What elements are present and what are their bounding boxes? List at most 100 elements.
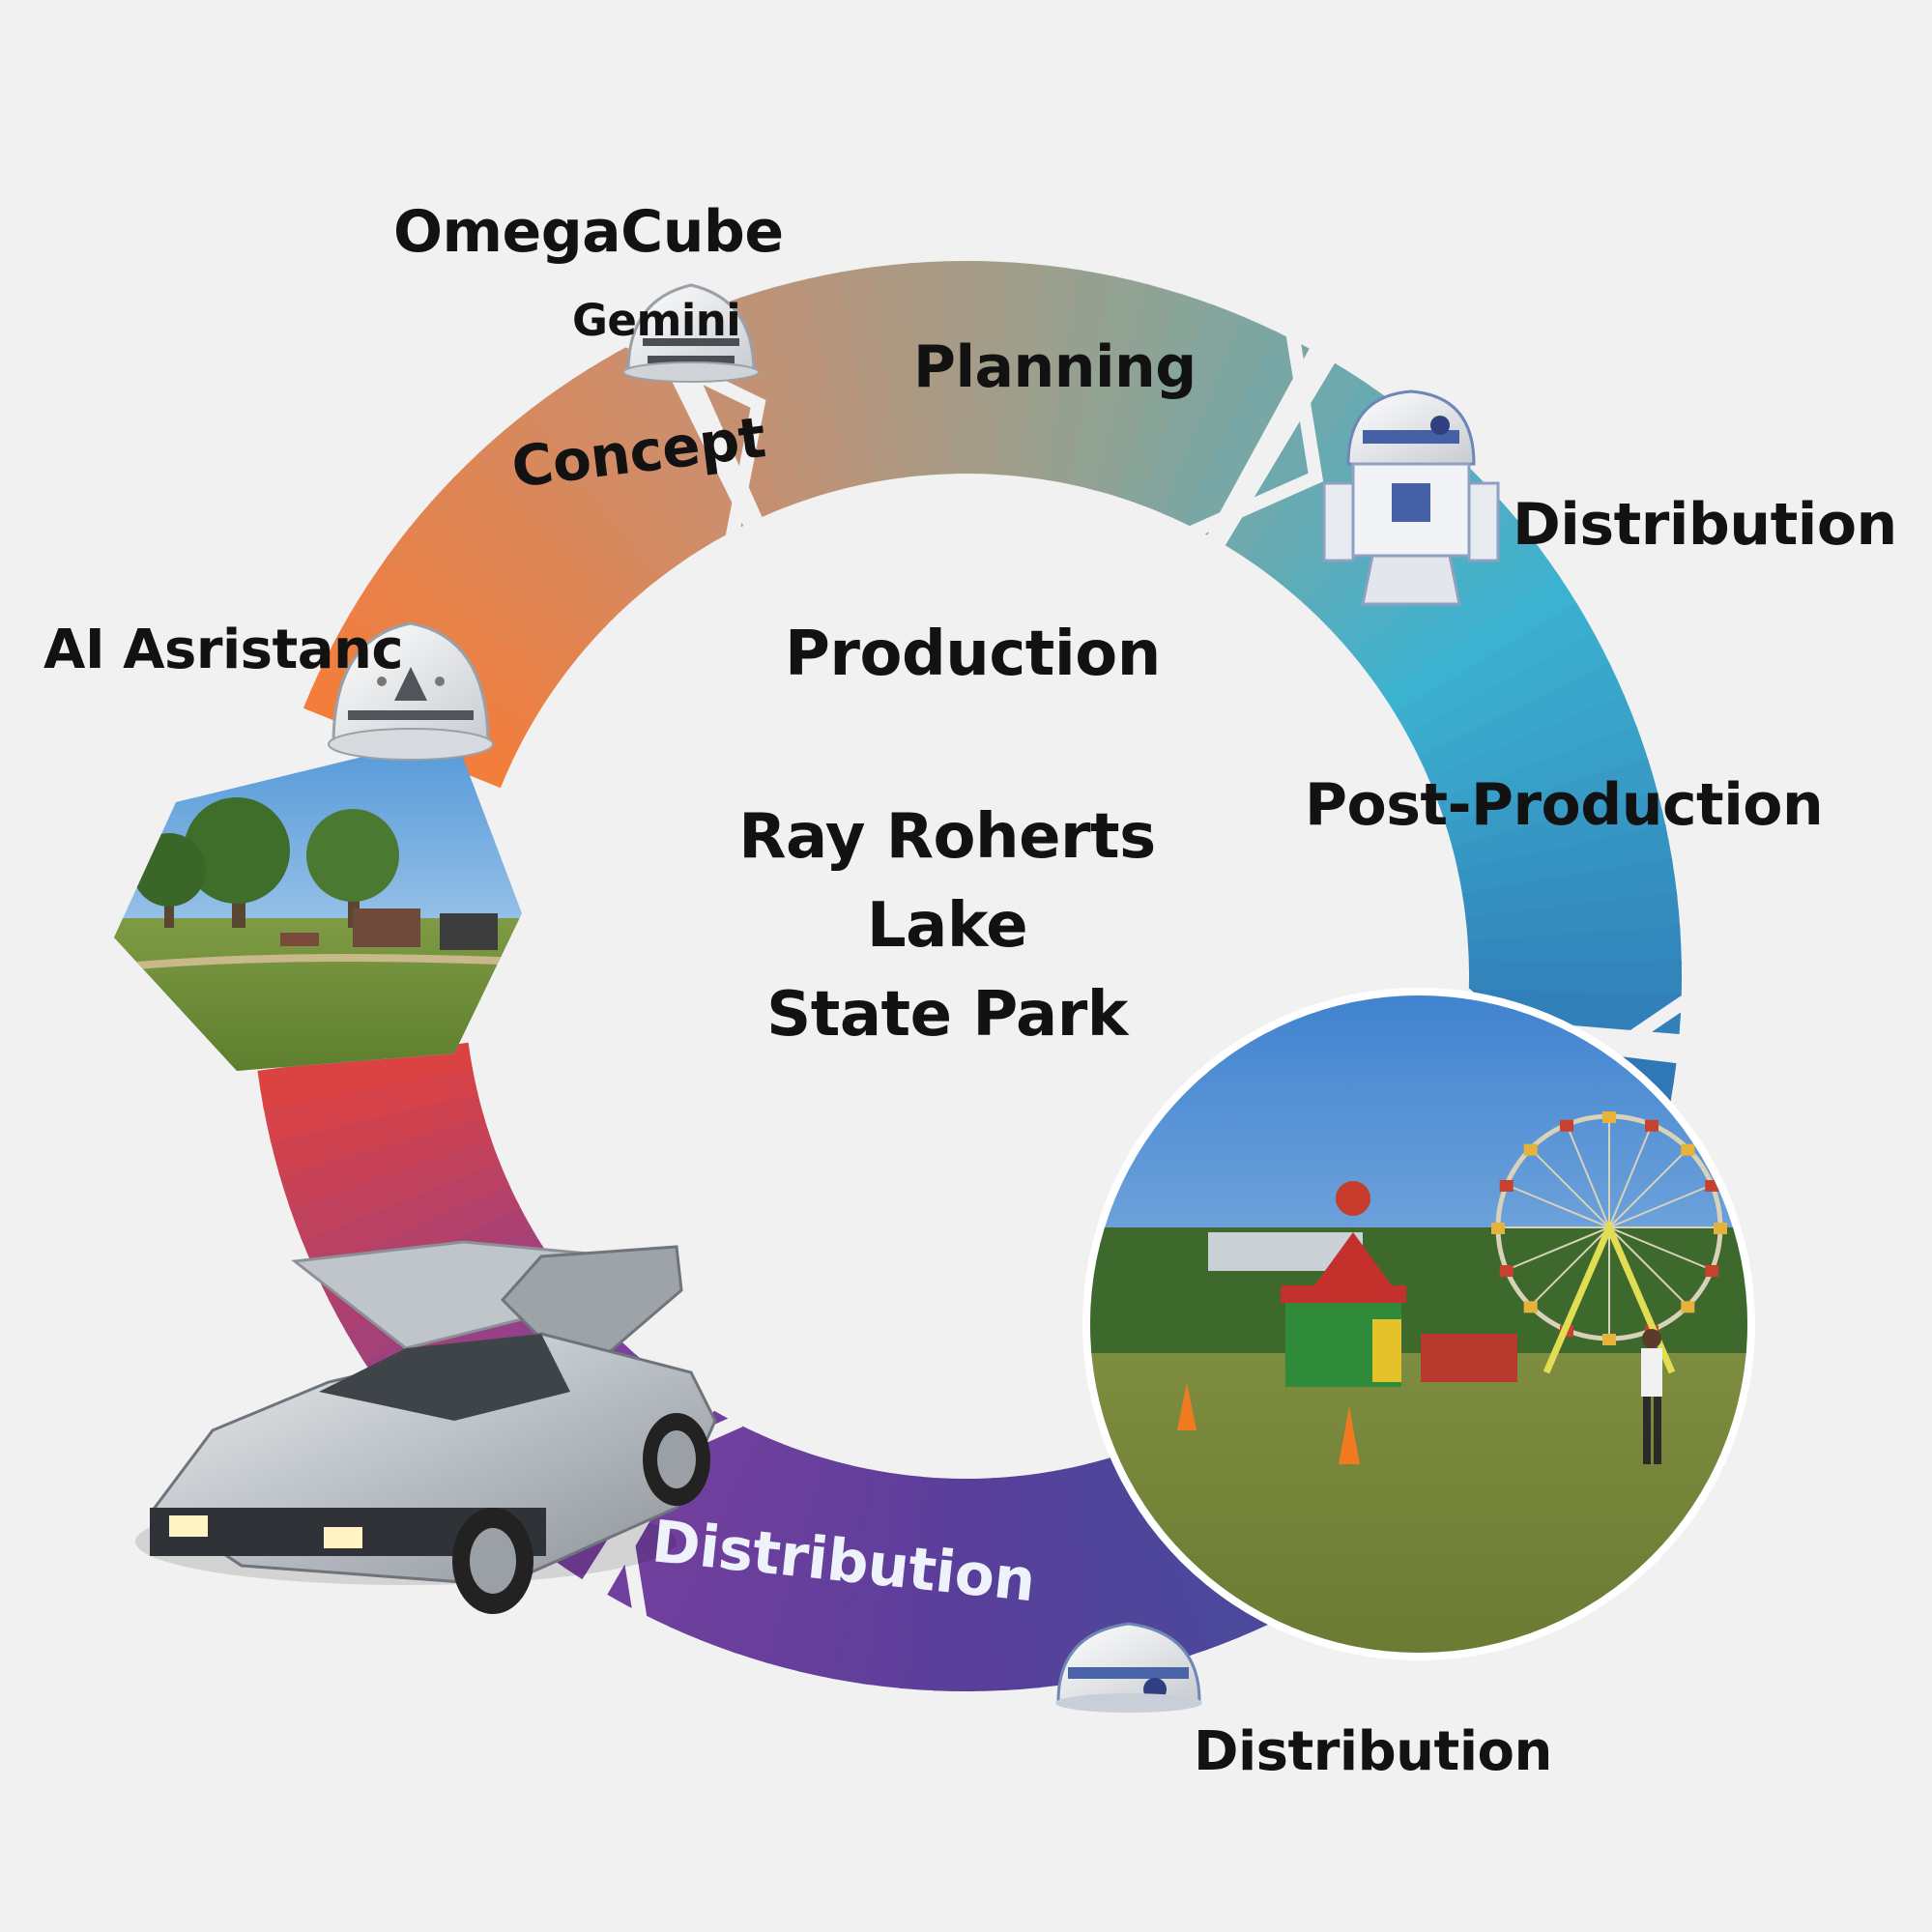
ferris-gondola — [1523, 1143, 1538, 1156]
cycle-arc-segment — [637, 1422, 761, 1629]
cycle-arc-segment — [972, 261, 1016, 476]
cycle-arc-segment — [270, 1089, 484, 1177]
ferris-gondola — [1491, 1223, 1505, 1234]
ferris-gondola — [1714, 1223, 1727, 1234]
cycle-arc-segment — [1437, 725, 1650, 826]
robot-dome-small-icon — [1055, 1622, 1202, 1713]
cycle-arc-segment — [805, 271, 881, 487]
cycle-arc-segment — [406, 501, 591, 664]
ferris-gondola — [1559, 1119, 1573, 1132]
cycle-arc-segment — [1467, 926, 1682, 969]
cycle-arc-segment — [831, 1469, 899, 1686]
ferris-gondola — [1602, 1111, 1616, 1123]
cycle-arc-segment — [764, 1457, 851, 1673]
cycle-arc-segment — [528, 387, 681, 579]
cycle-arc-segment — [278, 1113, 492, 1209]
product-label: Gemini — [572, 295, 741, 346]
cycle-arc-segment — [1395, 602, 1597, 738]
playground-ferris-wheel-photo — [1082, 988, 1755, 1660]
gullwing-car-image — [135, 1240, 717, 1614]
cycle-arc-segment — [1381, 573, 1579, 717]
cycle-arc-segment — [1368, 545, 1561, 697]
cycle-arc-segment — [288, 1136, 501, 1242]
ferris-spoke — [1529, 1226, 1610, 1308]
cycle-arc-segment — [966, 1478, 1007, 1691]
ferris-gondola — [1681, 1143, 1695, 1156]
cycle-arc-segment — [699, 1442, 805, 1654]
cycle-arc-segment — [263, 1066, 478, 1143]
cycle-arc-segment — [1461, 857, 1678, 921]
cycle-arc-segment — [502, 407, 662, 594]
stage-label-ai-assistant: AI Asristanc — [43, 619, 404, 681]
cycle-arc-segment — [1427, 693, 1638, 804]
center-location: Ray Roherts Lake State Park — [696, 793, 1198, 1059]
cycle-arc-segment — [300, 1159, 509, 1273]
ferris-gondola — [1645, 1119, 1659, 1132]
cycle-arc-segment — [451, 451, 625, 627]
ferris-gondola — [1705, 1179, 1719, 1192]
cycle-arc-segment — [1068, 275, 1151, 491]
cycle-arc-segment — [1457, 823, 1673, 897]
cycle-arc-segment — [614, 334, 744, 539]
park-picnic-photo — [114, 735, 522, 1071]
cycle-arc-segment — [1021, 265, 1083, 480]
cycle-arc-segment — [1086, 1456, 1176, 1671]
cycle-arc-segment — [1182, 331, 1310, 535]
cycle-arc-segment — [1467, 989, 1682, 1034]
cycle-arc-segment — [1045, 270, 1117, 485]
brand-label: OmegaCube — [393, 198, 784, 266]
cycle-arc-segment — [1092, 283, 1184, 498]
cycle-arrow-notch — [1190, 333, 1324, 538]
ferris-gondola — [1602, 1334, 1616, 1345]
cycle-arc-segment — [668, 1432, 783, 1642]
cycle-arc-segment — [1138, 303, 1248, 514]
cycle-arc-segment — [1418, 662, 1626, 782]
center-heading: Production — [785, 619, 1161, 690]
cycle-arc-segment — [1406, 632, 1612, 760]
cycle-arc-segment — [739, 286, 834, 500]
cycle-arc-segment — [1015, 1472, 1076, 1688]
location-line-1: Ray Roherts — [738, 801, 1156, 873]
cycle-arc-segment — [732, 1451, 828, 1664]
cycle-arc-segment — [996, 262, 1050, 477]
ferris-spoke — [1608, 1226, 1689, 1308]
cycle-arc-segment — [1468, 960, 1682, 1000]
cycle-arc-segment — [1161, 316, 1280, 525]
stage-label-post-production: Post-Production — [1305, 771, 1824, 839]
cycle-arc-segment — [1225, 362, 1369, 561]
ferris-spoke — [1566, 1124, 1610, 1228]
cycle-arc-segment — [1115, 293, 1216, 505]
stage-label-planning: Planning — [913, 333, 1197, 401]
ferris-gondola — [1523, 1301, 1538, 1313]
ferris-gondola — [1499, 1179, 1514, 1192]
distribution-label-bottom-right: Distribution — [1194, 1720, 1552, 1783]
cycle-arc-segment — [865, 1473, 923, 1689]
location-line-2: Lake — [866, 890, 1028, 962]
cycle-arc-segment — [257, 1042, 474, 1110]
cycle-arc-segment — [476, 428, 644, 611]
ferris-gondola — [1681, 1301, 1695, 1313]
cycle-arc-segment — [907, 261, 953, 476]
ferris-spoke — [1506, 1184, 1610, 1228]
ferris-spoke — [1529, 1147, 1610, 1228]
cycle-arc-segment — [556, 368, 702, 565]
cycle-arc-segment — [839, 266, 905, 482]
ferris-spoke — [1608, 1147, 1689, 1228]
cycle-arc-segment — [1039, 1468, 1110, 1685]
cycle-arc-segment — [366, 554, 562, 703]
cycle-arc-segment — [1445, 758, 1659, 850]
gemini-dome-icon — [622, 283, 760, 383]
cycle-arc-segment — [1452, 791, 1667, 874]
ferris-spoke — [1608, 1184, 1713, 1228]
location-line-3: State Park — [766, 979, 1128, 1051]
cycle-arc-segment — [899, 1476, 947, 1691]
cycle-arc-segment — [772, 277, 857, 493]
ferris-spoke — [1506, 1226, 1610, 1271]
cycle-arc-segment — [585, 351, 723, 552]
ferris-gondola — [1499, 1265, 1514, 1278]
cycle-arc-segment — [941, 260, 981, 475]
cycle-arc-segment — [797, 1464, 876, 1680]
stage-label-distribution-right: Distribution — [1513, 491, 1897, 559]
